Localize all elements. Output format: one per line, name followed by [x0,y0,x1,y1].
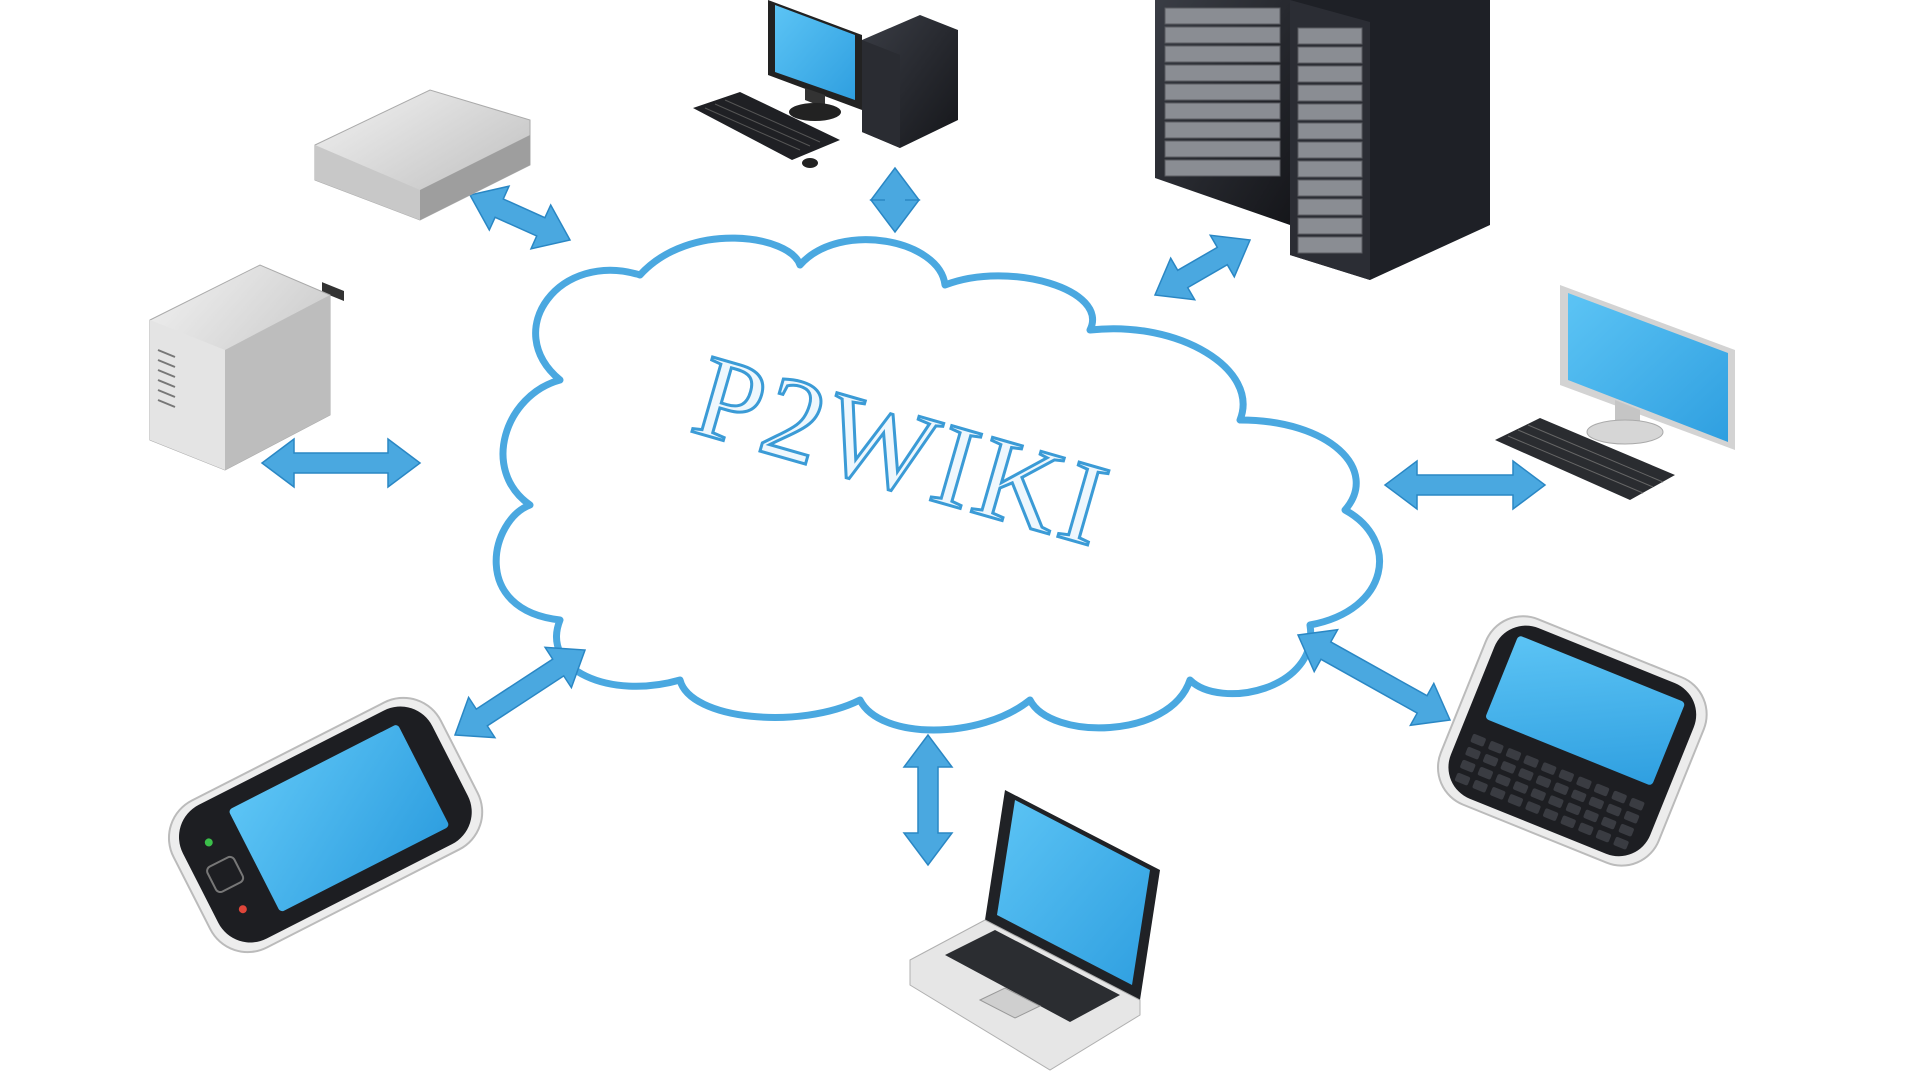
keyboard-key [1606,803,1622,817]
server-rack-icon [1155,0,1490,280]
rack-slot [1297,65,1363,83]
keyboard-key [1595,829,1612,843]
qwerty-phone-icon [1436,615,1708,867]
tower-server-icon [149,264,331,471]
keyboard-key [1507,794,1523,807]
rack-slot [1164,159,1281,177]
keyboard-key [1576,776,1592,790]
arrow-desktop-icon [869,166,921,234]
monitor-keyboard-icon [1495,285,1735,500]
keyboard-key [1483,754,1499,767]
keyboard-key [1535,775,1552,788]
keyboard-key [1594,783,1610,797]
keyboard-key [1454,772,1471,786]
rack-slot [1164,64,1281,82]
keyboard-key [1460,759,1476,773]
rack-slot [1297,236,1363,254]
arrow-server-icon [1153,234,1252,301]
keyboard-key [1583,809,1599,823]
keyboard-key [1513,781,1529,794]
keyboard-key [1505,748,1522,761]
keyboard-key [1611,790,1627,804]
keyboard-key [1470,733,1486,747]
keyboard-key [1623,810,1640,824]
keyboard-key [1618,823,1634,837]
keyboard-key [1495,774,1511,787]
keyboard-key [1558,769,1574,782]
keyboard-key [1548,795,1564,808]
keyboard-key [1629,798,1645,811]
rack-slot [1164,7,1281,25]
keyboard-key [1477,767,1493,780]
rack-slot [1297,46,1363,64]
keyboard-key [1518,768,1534,781]
keyboard-key [1523,755,1539,768]
rack-slot [1297,84,1363,102]
rack-slot [1164,102,1281,120]
keyboard-key [1565,802,1582,816]
rack-slot [1164,83,1281,101]
keyboard-key [1560,815,1576,828]
keyboard-key [1465,746,1481,760]
rack-slot [1297,198,1363,216]
desktop-computer-top-icon [693,0,958,168]
keyboard-key [1601,816,1617,830]
rack-slot [1297,160,1363,178]
rack-slot [1297,179,1363,197]
keyboard-key [1553,782,1569,795]
router-box-icon [314,89,531,301]
rack-slot [1164,140,1281,158]
rack-slot [1164,26,1281,44]
keyboard-key [1490,787,1506,800]
arrow-qwerty-icon [1296,628,1452,727]
rack-slot [1297,217,1363,235]
arrow-router-icon [468,185,572,250]
keyboard-key [1472,780,1488,793]
keyboard-key [1530,788,1546,801]
rack-slot [1297,27,1363,45]
keyboard-key [1571,789,1587,803]
rack-slot [1164,121,1281,139]
rack-slot [1164,45,1281,63]
keyboard-key [1488,741,1504,754]
keyboard-key [1525,801,1541,814]
arrow-smartphone-icon [453,646,587,739]
laptop-icon [909,790,1160,1071]
rack-slot [1297,122,1363,140]
keyboard-key [1500,761,1516,774]
keyboard-key [1613,836,1629,850]
cloud-shape [492,234,1383,734]
smartphone-left-icon [167,696,484,954]
keyboard-key [1588,796,1604,810]
keyboard-key [1541,762,1557,775]
rack-slot [1297,141,1363,159]
keyboard-key [1578,822,1594,836]
arrow-monitor-icon [1383,459,1547,511]
rack-slot [1297,103,1363,121]
keyboard-key [1543,808,1559,821]
arrow-tower-icon [260,437,422,489]
arrow-laptop-icon [902,733,954,867]
